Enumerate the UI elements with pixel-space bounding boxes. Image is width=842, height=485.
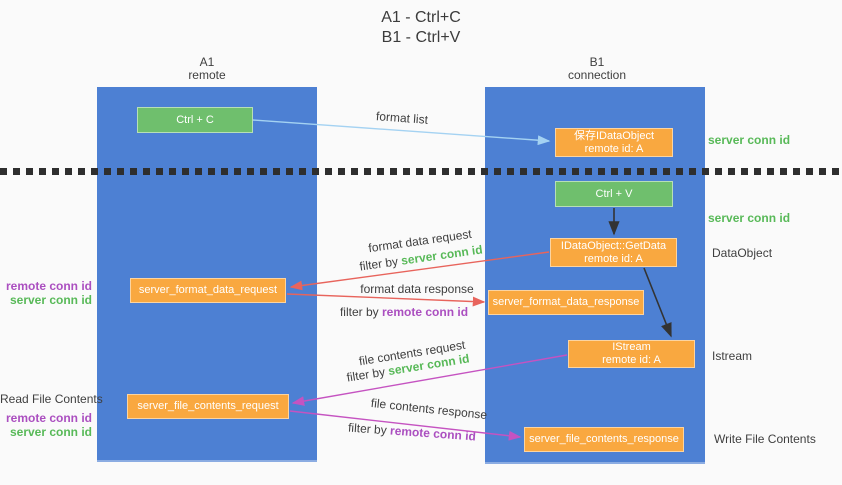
- node-save-idataobject: 保存IDataObject remote id: A: [555, 128, 673, 157]
- remote-conn-id-text: remote conn id: [389, 423, 477, 444]
- column-a1-id: A1: [199, 55, 215, 69]
- column-b1-id: B1: [589, 55, 605, 69]
- node-save-idataobject-line2: remote id: A: [584, 142, 644, 155]
- node-server-file-contents-response: server_file_contents_response: [524, 427, 684, 452]
- dotted-separator: [0, 168, 842, 175]
- node-save-idataobject-line1: 保存IDataObject: [573, 129, 655, 142]
- node-getdata-line1: IDataObject::GetData: [560, 239, 667, 252]
- annotation-istream: Istream: [712, 349, 753, 363]
- annotation-server-conn-id-left-top: server conn id: [9, 293, 92, 307]
- remote-conn-id-text: remote conn id: [382, 305, 469, 319]
- node-getdata-line2: remote id: A: [584, 252, 643, 265]
- annotation-server-conn-id-top: server conn id: [708, 133, 791, 147]
- filter-by-text: filter by: [358, 254, 399, 274]
- title-line-ctrl-c: A1 - Ctrl+C: [381, 9, 461, 26]
- title-line-ctrl-v: B1 - Ctrl+V: [381, 29, 461, 46]
- label-format-data-response: format data response: [360, 282, 474, 296]
- node-server-format-data-response: server_format_data_response: [488, 290, 644, 315]
- annotation-server-conn-id-mid: server conn id: [708, 211, 791, 225]
- annotation-server-conn-id-left-bottom: server conn id: [9, 425, 92, 439]
- node-istream: IStream remote id: A: [568, 340, 695, 368]
- column-b1-label: connection: [567, 68, 627, 82]
- column-header-b1: B1 connection: [537, 56, 657, 82]
- label-file-contents-response: file contents response: [370, 395, 488, 423]
- node-ctrl-v: Ctrl + V: [555, 181, 673, 207]
- diagram-title: A1 - Ctrl+C B1 - Ctrl+V: [0, 8, 842, 48]
- node-server-format-data-request: server_format_data_request: [130, 278, 286, 303]
- filter-by-text: filter by: [339, 305, 379, 319]
- node-server-file-contents-request: server_file_contents_request: [127, 394, 289, 419]
- label-format-list: format list: [375, 109, 429, 127]
- annotation-remote-conn-id-top: remote conn id: [5, 279, 92, 293]
- filter-by-text: filter by: [347, 420, 388, 438]
- annotation-dataobject: DataObject: [712, 246, 773, 260]
- node-istream-line1: IStream: [612, 341, 651, 353]
- node-idataobject-getdata: IDataObject::GetData remote id: A: [550, 238, 677, 267]
- node-istream-line2: remote id: A: [602, 354, 661, 366]
- filter-by-text: filter by: [345, 364, 387, 385]
- label-filter-by-remote-conn-id-2: filter by remote conn id: [348, 421, 477, 444]
- annotation-remote-conn-id-bottom: remote conn id: [5, 411, 92, 425]
- label-filter-by-remote-conn-id-1: filter by remote conn id: [340, 305, 468, 319]
- node-ctrl-c: Ctrl + C: [137, 107, 253, 133]
- column-header-a1: A1 remote: [147, 56, 267, 82]
- annotation-read-file-contents: Read File Contents: [0, 392, 103, 406]
- column-a1-label: remote: [188, 68, 226, 82]
- annotation-write-file-contents: Write File Contents: [714, 432, 816, 446]
